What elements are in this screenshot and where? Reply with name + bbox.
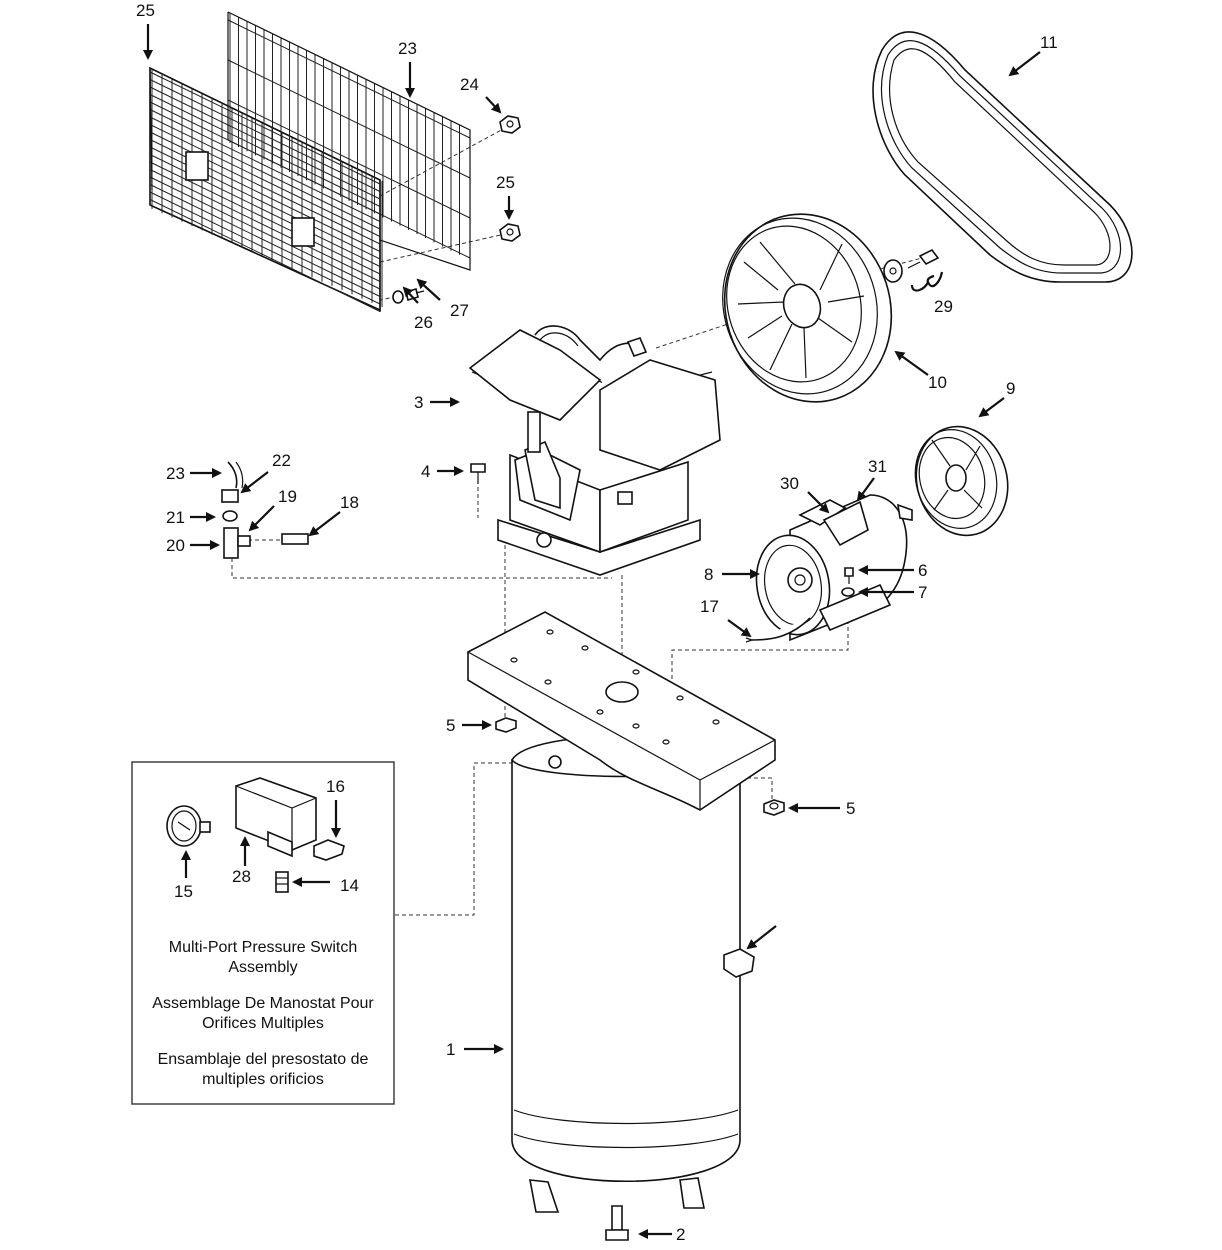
pressure-switch-27 [235,777,317,858]
pressure-gauge-13 [166,805,211,847]
compression-nut-20 [221,489,239,503]
callout-24: 26 [414,313,433,332]
caption-es-line2: multiples orificios [202,1071,324,1088]
callout-10: 10 [928,373,947,392]
pump-saddle [467,611,776,811]
compressor-pump [468,325,721,576]
panel-cutout [291,217,315,247]
pump-bolt [470,463,486,484]
motor-cord [745,617,811,643]
callout-18: 20 [166,536,185,555]
callout-21: 23 [166,464,185,483]
callout-17: 19 [278,487,297,506]
callout-22: 23 [398,39,417,58]
callout-1: 1 [446,1040,455,1059]
belt-guard-back-panel [149,66,383,312]
callout-3: 3 [414,393,423,412]
caption-fr-line1: Assemblage De Manostat Pour [152,995,374,1012]
motor-pulley [914,425,1009,537]
callout-23-lower: 25 [496,173,515,192]
callout-23-upper: 24 [460,75,479,94]
belt-guard-front-panel [227,11,471,271]
callout-29: 30 [780,474,799,493]
callout-12: 14 [340,876,359,895]
caption-es-line1: Ensamblaje del presostato de [158,1051,369,1068]
callout-8: 8 [704,565,713,584]
discharge-tube-21 [227,461,244,489]
callout-25: 27 [450,301,469,320]
callout-5-tank: 5 [846,799,855,818]
panel-cutout [185,151,209,181]
caption-en-line1: Multi-Port Pressure Switch [169,939,358,956]
flywheel-washer-bolt [883,248,944,292]
callout-15: 17 [700,597,719,616]
callout-2: 2 [676,1225,685,1244]
electric-motor [755,494,913,642]
callout-20: 22 [272,451,291,470]
pressure-switch-inset: Multi-Port Pressure Switch Assembly Asse… [131,761,395,1105]
check-valve-18 [223,527,251,559]
caption-en-line2: Assembly [228,959,297,976]
nipple-12 [275,871,289,893]
callout-5-saddle: 5 [446,716,455,735]
sleeve-19 [222,510,238,522]
nut-5-b [763,799,785,816]
valve-14 [313,839,345,861]
callout-28: 29 [934,297,953,316]
air-tank [511,735,742,1241]
caption-fr-line2: Orifices Multiples [202,1015,324,1032]
callout-6: 6 [918,561,927,580]
washer-24 [392,290,404,304]
callout-16: 18 [340,493,359,512]
callout-14: 16 [326,777,345,796]
drive-belt [872,31,1133,283]
callout-7: 7 [918,583,927,602]
unloader-tube-16 [281,533,309,545]
callout-arrows [143,24,1041,1239]
callout-13: 15 [174,882,193,901]
callout-19: 21 [166,508,185,527]
drain-valve-31 [723,948,755,978]
callout-11: 11 [1040,33,1058,52]
nut-5-a [495,717,517,733]
callout-26: 25 [136,1,155,20]
nut-23-upper [499,115,521,134]
callout-27: 28 [232,867,251,886]
callout-30: 31 [868,457,887,476]
nut-23-lower [499,223,521,242]
callout-9: 9 [1006,379,1015,398]
callout-labels: 25 23 24 25 26 27 11 29 10 9 3 4 23 22 2… [136,1,1058,1244]
flywheel [722,213,893,403]
callout-4: 4 [421,462,430,481]
